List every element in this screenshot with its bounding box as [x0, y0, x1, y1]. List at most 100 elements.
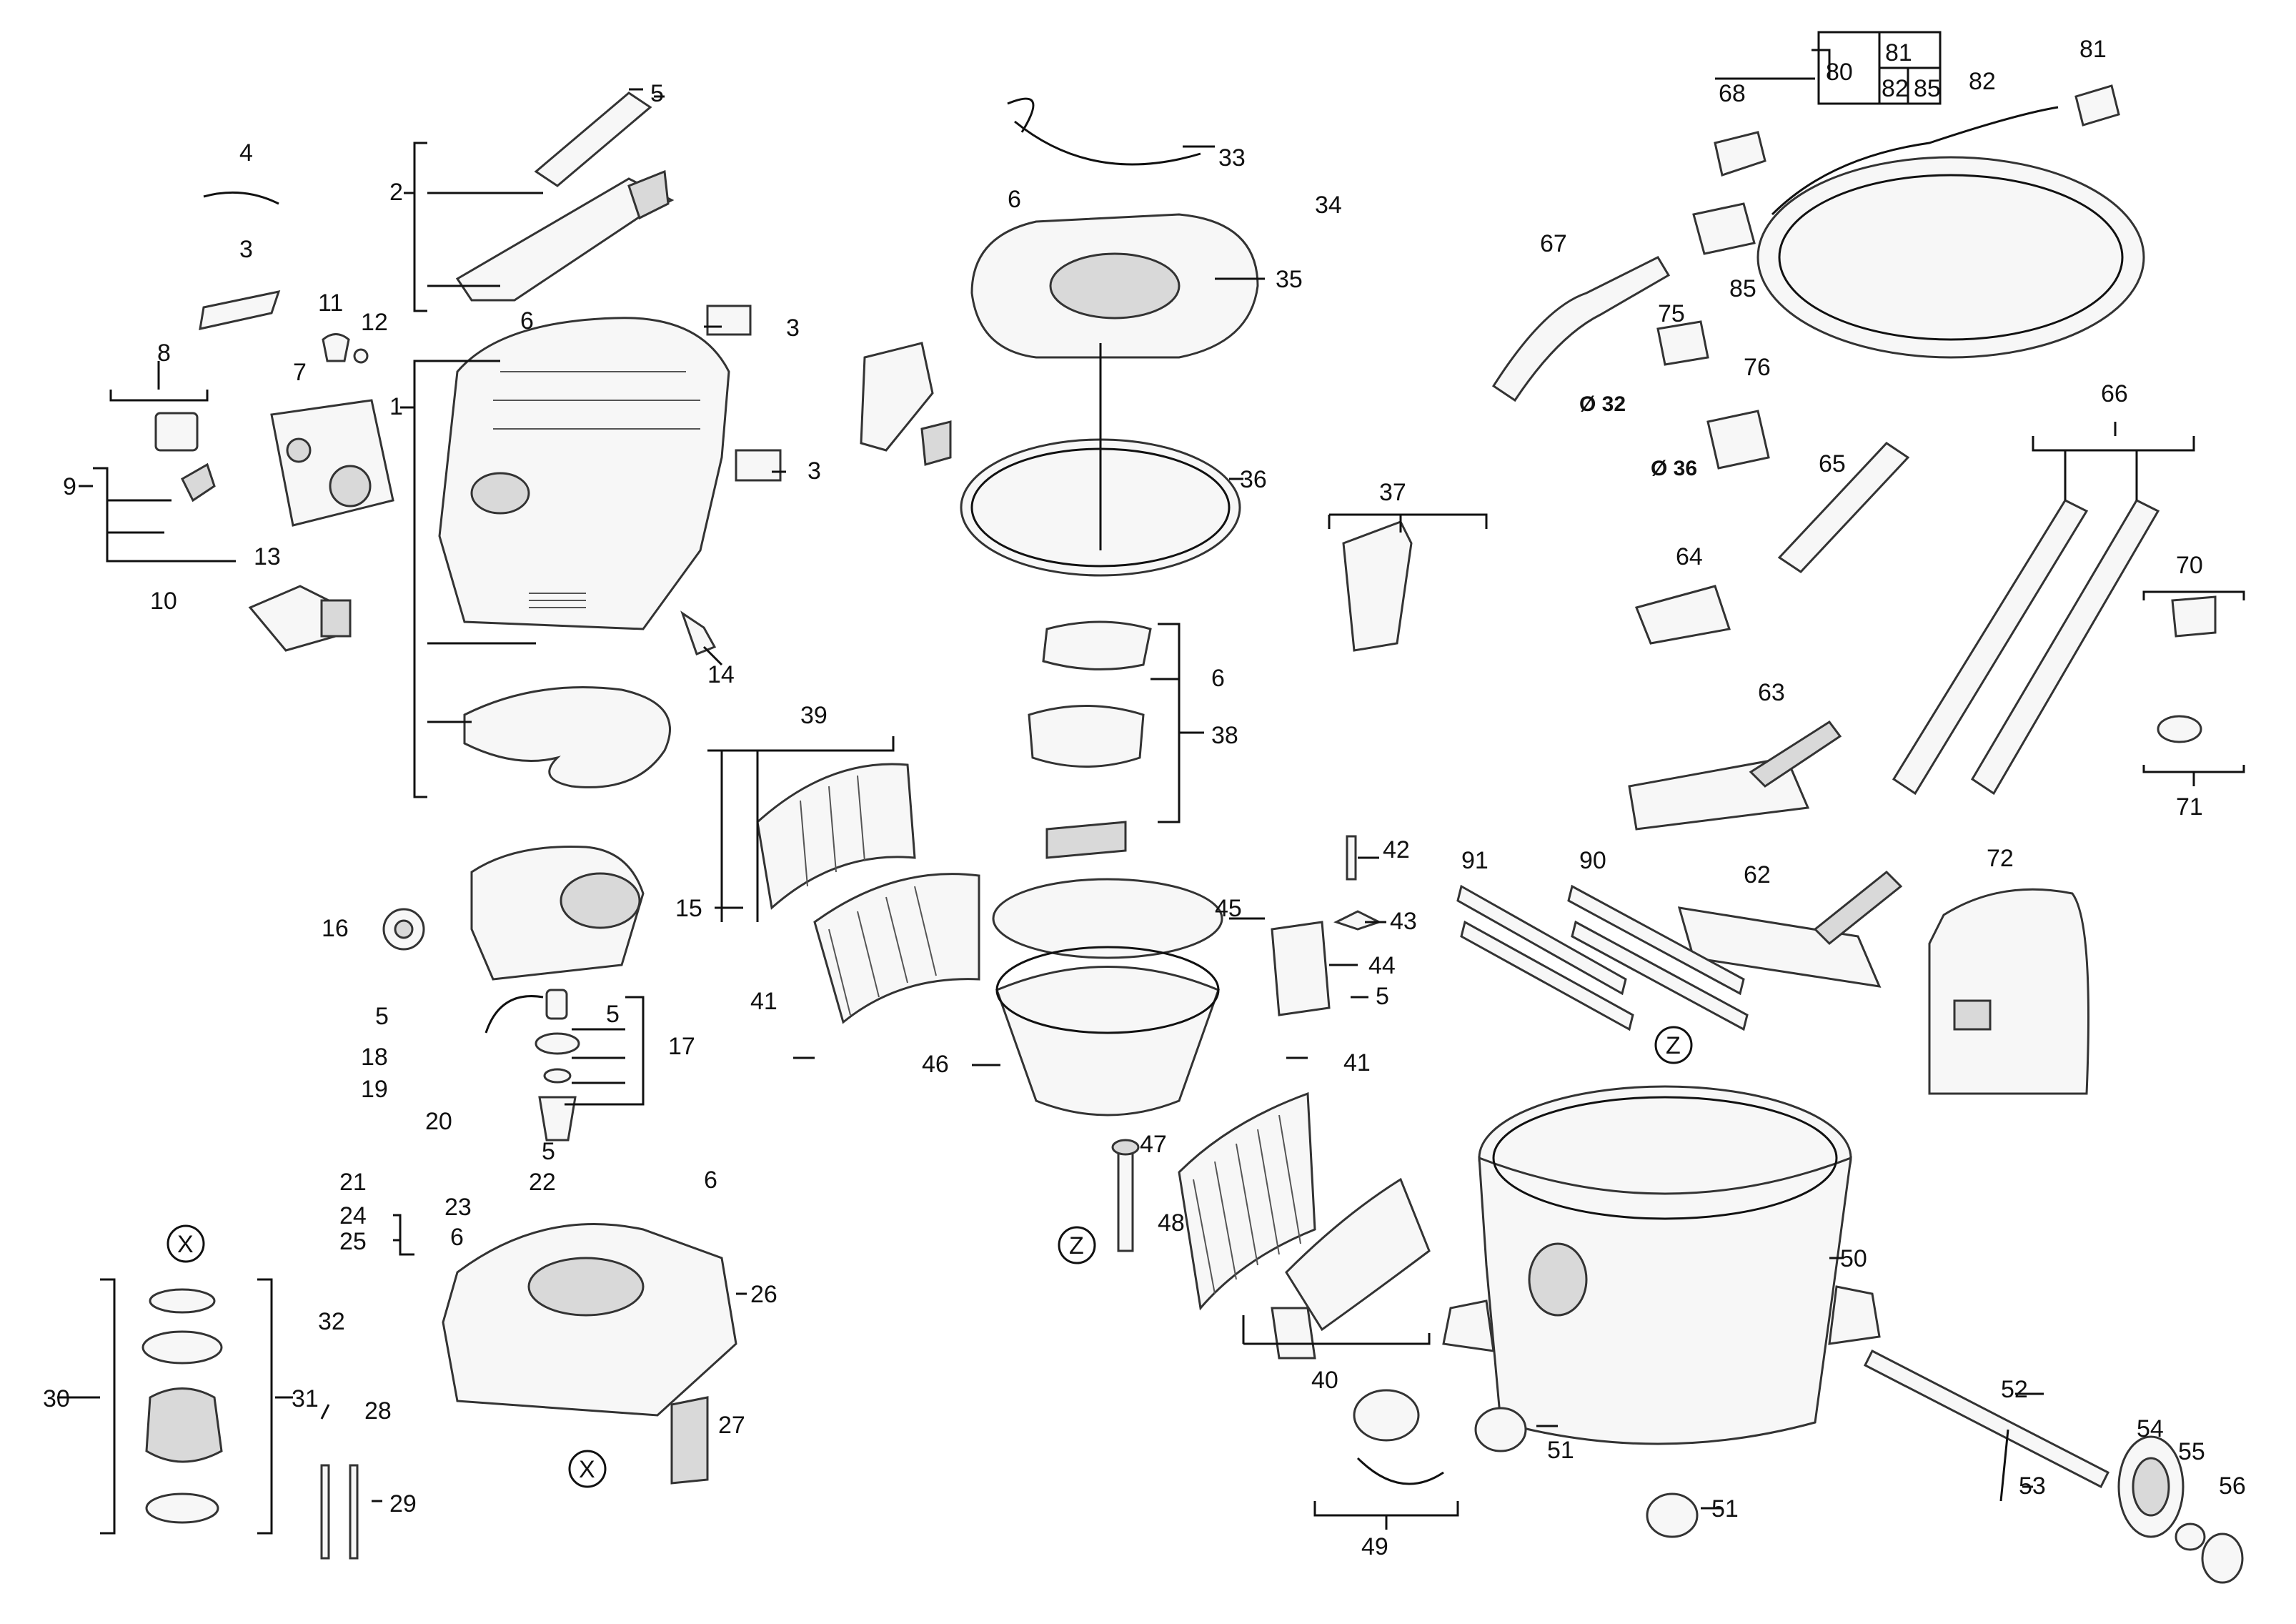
part-castors [1474, 1407, 1699, 1538]
label-56: 56 [2219, 1472, 2246, 1500]
part-motor-housing [470, 845, 645, 981]
table-cell-81: 81 [1885, 39, 1912, 66]
label-1: 1 [389, 393, 403, 420]
part-base-plate [442, 1223, 737, 1485]
part-knob [322, 333, 369, 364]
label-90: 90 [1579, 847, 1606, 874]
part-handle [455, 91, 675, 302]
label-14: 14 [707, 661, 735, 688]
part-dust-bag [1928, 888, 2089, 1095]
part-floor-nozzle-62 [1677, 870, 1903, 988]
part-filter-pad [463, 686, 671, 788]
label-53: 53 [2019, 1472, 2046, 1500]
part-floor-nozzle-63 [1628, 720, 1842, 831]
part-number-labels: 1 2 3 3 3 4 5 5 5 5 5 6 6 6 6 6 7 8 9 10… [43, 36, 2246, 1560]
part-switch-assembly [248, 585, 352, 652]
label-13: 13 [254, 543, 281, 570]
label-20: 20 [425, 1108, 452, 1135]
part-cyclone-bowl [992, 878, 1223, 1116]
label-41: 41 [1343, 1049, 1371, 1076]
label-35: 35 [1276, 266, 1303, 293]
label-47: 47 [1140, 1131, 1167, 1158]
label-70: 70 [2176, 552, 2203, 579]
diameter-32-label: Ø 32 [1579, 392, 1626, 416]
reference-table [1817, 31, 1942, 105]
label-5: 5 [542, 1138, 555, 1165]
label-6: 6 [450, 1224, 464, 1251]
label-25: 25 [339, 1228, 367, 1255]
label-23: 23 [444, 1194, 472, 1221]
label-71: 71 [2176, 793, 2203, 821]
label-11: 11 [318, 289, 343, 317]
label-63: 63 [1758, 679, 1785, 706]
label-4: 4 [239, 139, 253, 167]
label-8: 8 [157, 340, 171, 367]
label-6: 6 [520, 307, 534, 335]
label-10: 10 [150, 588, 177, 615]
label-55: 55 [2178, 1438, 2205, 1465]
part-rubber-strips [1456, 884, 1749, 1031]
label-12: 12 [361, 309, 388, 336]
callout-z-left: Z [1069, 1232, 1084, 1259]
label-6: 6 [704, 1167, 717, 1194]
label-30: 30 [43, 1385, 70, 1412]
part-control-panel [154, 399, 394, 527]
label-54: 54 [2137, 1415, 2164, 1442]
label-18: 18 [361, 1044, 388, 1071]
part-crevice-tool [1777, 442, 1910, 573]
label-15: 15 [675, 895, 702, 922]
part-flat-filter [813, 873, 980, 1024]
label-2: 2 [389, 179, 403, 206]
table-cell-82: 82 [1882, 75, 1909, 102]
label-66: 66 [2101, 380, 2128, 407]
label-5: 5 [606, 1001, 620, 1028]
label-5: 5 [375, 1003, 389, 1030]
label-24: 24 [339, 1202, 367, 1229]
part-hose-end-fittings [1656, 84, 2120, 470]
part-cover-pieces [1028, 620, 1152, 859]
label-49: 49 [1361, 1533, 1388, 1560]
part-hose-connector [1353, 1389, 1444, 1485]
label-67: 67 [1540, 230, 1567, 257]
label-48: 48 [1158, 1209, 1185, 1237]
label-44: 44 [1368, 952, 1396, 979]
label-41: 41 [750, 988, 777, 1015]
label-65: 65 [1819, 450, 1846, 477]
part-filter-cage-large [756, 763, 916, 910]
label-76: 76 [1744, 354, 1771, 381]
label-3: 3 [239, 236, 253, 263]
part-hose [1756, 106, 2145, 359]
part-cable-clip [203, 191, 279, 205]
label-75: 75 [1658, 300, 1685, 327]
callout-z-right: Z [1666, 1032, 1681, 1059]
part-upper-housing [438, 317, 730, 630]
part-motor-components [484, 989, 580, 1142]
label-85: 85 [1729, 275, 1756, 302]
table-cell-80: 80 [1826, 59, 1853, 86]
label-3: 3 [786, 315, 800, 342]
label-3: 3 [807, 457, 821, 485]
part-gasket-ring [960, 343, 1241, 577]
label-51: 51 [1547, 1437, 1574, 1464]
part-filter-frame-set [1271, 1177, 1431, 1360]
callout-x-top: X [177, 1231, 194, 1258]
part-plug [680, 610, 723, 666]
label-38: 38 [1211, 722, 1238, 749]
label-64: 64 [1676, 543, 1703, 570]
label-45: 45 [1215, 895, 1242, 922]
label-33: 33 [1218, 144, 1246, 172]
label-17: 17 [668, 1033, 695, 1060]
label-6: 6 [1008, 186, 1021, 213]
label-51: 51 [1711, 1495, 1739, 1522]
label-16: 16 [322, 915, 349, 942]
part-container [1442, 1085, 1881, 1445]
part-motor-stack [141, 1288, 359, 1560]
label-91: 91 [1461, 847, 1489, 874]
label-9: 9 [63, 473, 76, 500]
label-26: 26 [750, 1281, 777, 1308]
label-21: 21 [339, 1169, 367, 1196]
label-46: 46 [922, 1051, 949, 1078]
label-29: 29 [389, 1490, 417, 1517]
callout-circles [167, 1026, 1693, 1488]
